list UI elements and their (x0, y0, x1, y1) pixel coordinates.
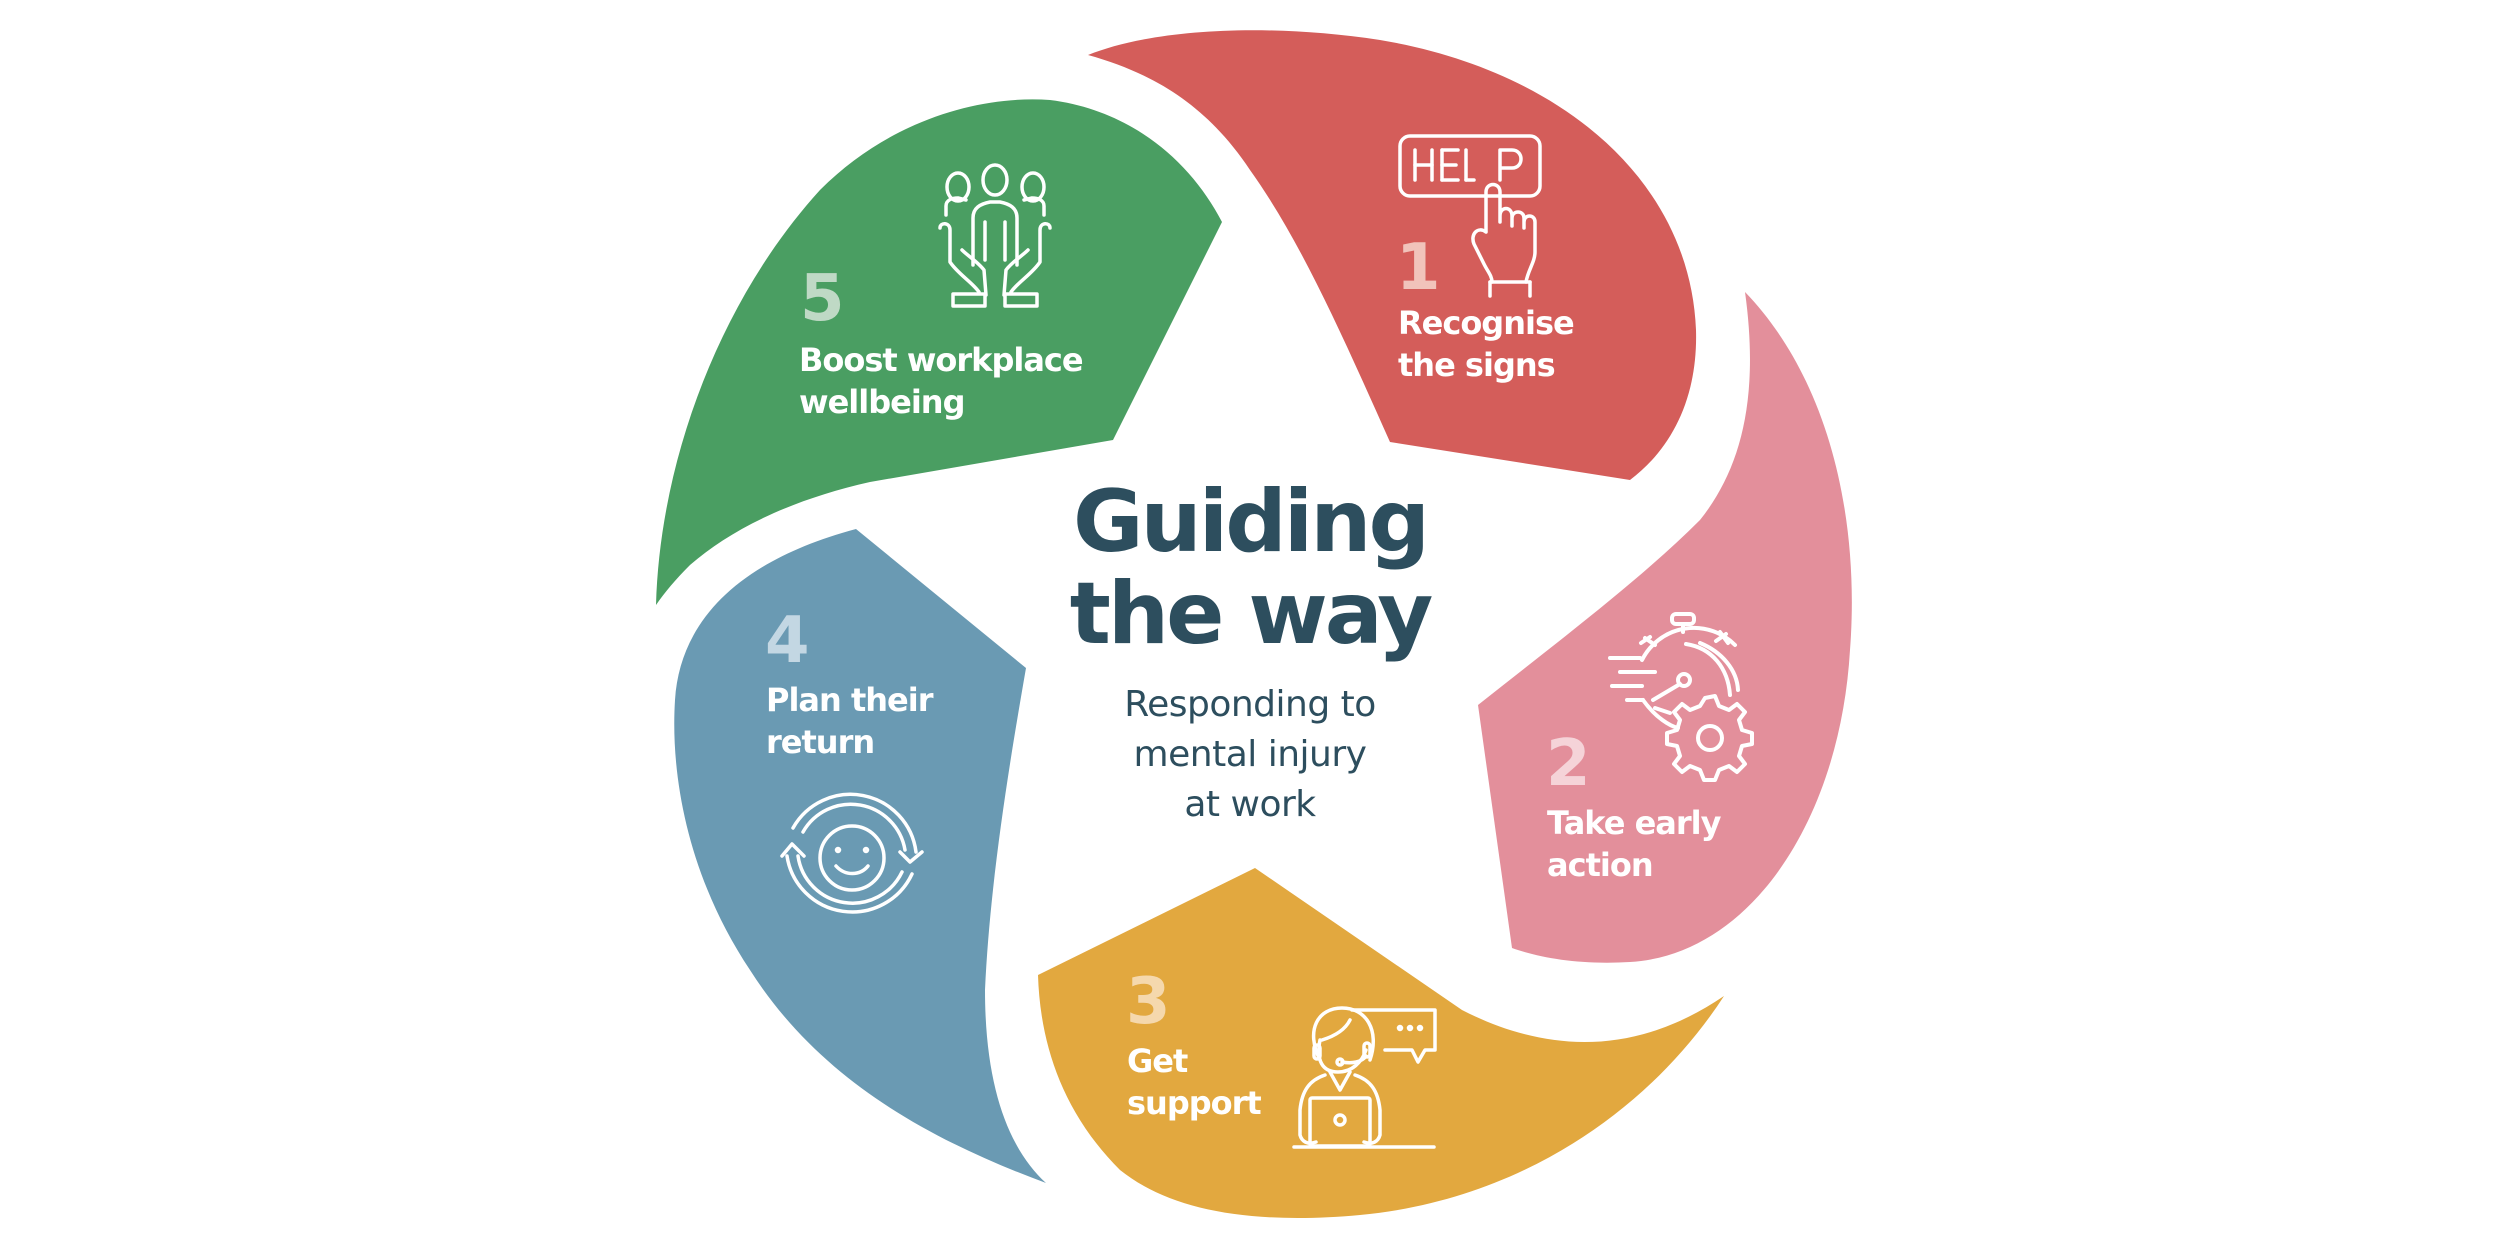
smiley-cycle-icon (780, 792, 924, 914)
title-line-1: Guiding (1072, 472, 1430, 572)
step-4-label: Plan their return (766, 679, 933, 763)
subtitle-line-1: Responding to (1124, 684, 1376, 725)
step-2-label: Take early action (1547, 802, 1721, 886)
step-1-label-line-2: the signs (1398, 346, 1556, 384)
step-4-label-line-1: Plan their (766, 681, 933, 719)
help-button-hand-icon (1398, 134, 1542, 298)
step-5-label: Boost workplace wellbeing (799, 339, 1084, 423)
step-2-label-line-1: Take early (1547, 804, 1721, 842)
segment-5-shape (656, 99, 1222, 605)
diagram-title: Guiding the way (1050, 476, 1450, 660)
step-2-number: 2 (1546, 727, 1591, 801)
subtitle-line-2: mental injury (1133, 734, 1367, 775)
people-in-hands-icon (938, 163, 1052, 308)
step-1-label-line-1: Recognise (1398, 304, 1575, 342)
step-2-label-line-2: action (1547, 846, 1654, 884)
step-1-label: Recognise the signs (1398, 302, 1575, 386)
segment-3-shape (1038, 868, 1724, 1218)
segment-1-shape (1088, 30, 1697, 481)
step-1-number: 1 (1396, 231, 1441, 305)
step-5-label-line-1: Boost workplace (799, 341, 1084, 379)
step-4-number: 4 (765, 604, 810, 678)
step-5-label-line-2: wellbeing (799, 383, 965, 421)
subtitle-line-3: at work (1184, 784, 1316, 825)
stopwatch-gear-icon (1608, 612, 1754, 782)
step-3-label: Get support (1127, 1040, 1262, 1124)
step-4-label-line-2: return (766, 723, 875, 761)
step-3-label-line-2: support (1127, 1084, 1262, 1122)
segment-4-shape (674, 529, 1046, 1183)
title-line-2: the way (1069, 564, 1434, 664)
diagram-subtitle: Responding to mental injury at work (1050, 680, 1450, 830)
step-3-number: 3 (1126, 965, 1171, 1039)
step-3-label-line-1: Get (1127, 1042, 1188, 1080)
segment-2-shape (1478, 292, 1852, 963)
headset-support-person-icon (1292, 1006, 1437, 1149)
step-5-number: 5 (800, 262, 845, 336)
